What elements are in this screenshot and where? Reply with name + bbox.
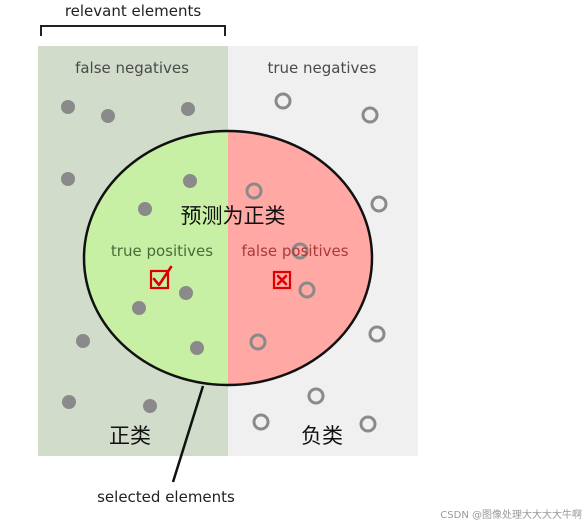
relevant-dot xyxy=(179,286,193,300)
relevant-dot xyxy=(181,102,195,116)
irrelevant-dot xyxy=(252,413,270,431)
positive-class-label: 正类 xyxy=(109,424,151,448)
relevant-dot xyxy=(138,202,152,216)
false-negative-dots xyxy=(61,100,195,413)
true-negative-dots xyxy=(252,92,388,433)
relevant-dot xyxy=(143,399,157,413)
relevant-dot xyxy=(101,109,115,123)
checkbox-check-icon xyxy=(149,265,173,290)
selected-elements-label: selected elements xyxy=(97,488,235,506)
irrelevant-dot xyxy=(274,92,292,110)
false-negatives-label: false negatives xyxy=(75,59,189,77)
selected-elements-circle xyxy=(82,129,374,387)
relevant-dot xyxy=(183,174,197,188)
relevant-dot xyxy=(76,334,90,348)
irrelevant-dot xyxy=(370,195,388,213)
predicted-positive-label: 预测为正类 xyxy=(181,204,286,228)
irrelevant-dot xyxy=(291,242,309,260)
relevant-elements-label: relevant elements xyxy=(65,2,202,20)
relevant-dot xyxy=(62,395,76,409)
false-positive-dots xyxy=(245,182,316,351)
irrelevant-dot xyxy=(361,106,379,124)
watermark: CSDN @图像处理大大大大牛啊 xyxy=(440,508,582,521)
relevant-dot xyxy=(190,341,204,355)
irrelevant-dot xyxy=(245,182,263,200)
relevant-dot xyxy=(61,172,75,186)
irrelevant-dot xyxy=(307,387,325,405)
checkbox-cross-icon xyxy=(272,270,292,290)
selected-elements-pointer xyxy=(171,385,205,483)
true-positive-dots xyxy=(132,174,204,355)
relevant-dot xyxy=(132,301,146,315)
false-positives-label: false positives xyxy=(241,242,348,260)
true-positives-label: true positives xyxy=(111,242,213,260)
true-negatives-label: true negatives xyxy=(268,59,377,77)
relevant-dot xyxy=(61,100,75,114)
irrelevant-dot xyxy=(359,415,377,433)
irrelevant-dot xyxy=(298,281,316,299)
relevant-bracket xyxy=(40,25,226,36)
irrelevant-dot xyxy=(249,333,267,351)
negative-class-label: 负类 xyxy=(301,424,343,448)
irrelevant-dot xyxy=(368,325,386,343)
